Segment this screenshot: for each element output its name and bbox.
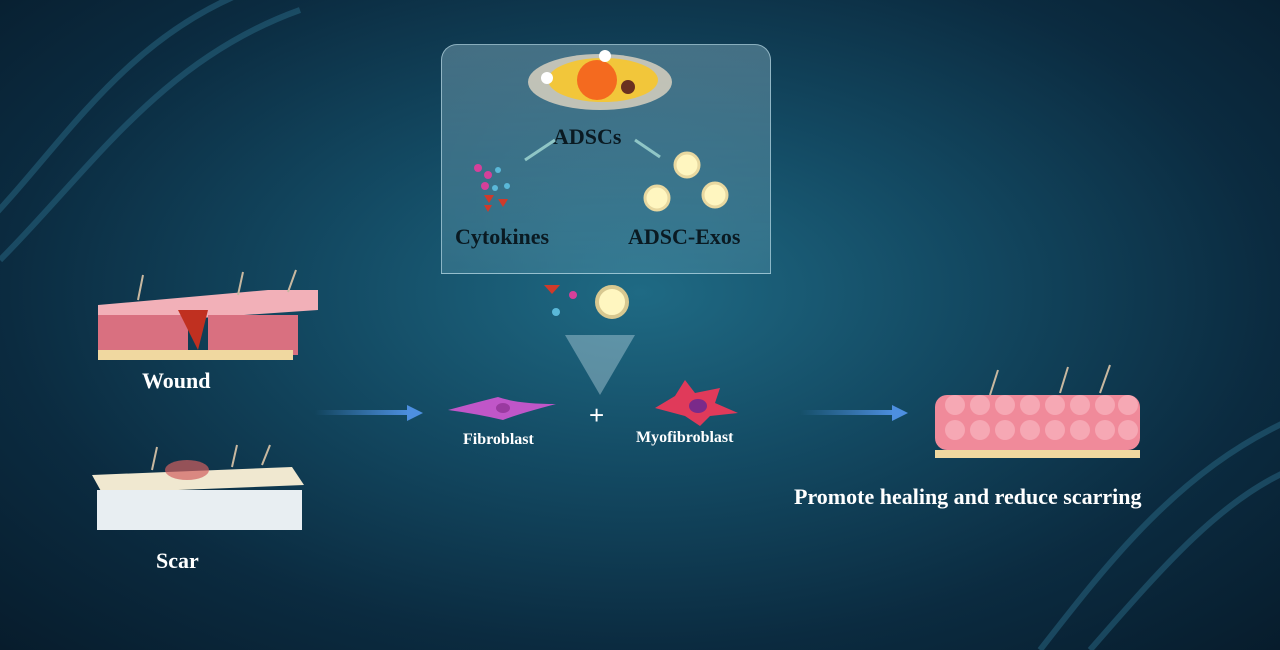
exosomes-icon [643,151,729,212]
adscs-cell-icon [528,50,672,110]
myofibroblast-icon [655,380,738,426]
wound-skin-icon [98,269,318,360]
healed-skin-icon [935,364,1140,458]
plus-sign: + [589,400,605,430]
arrow-to-fibroblast [315,405,423,421]
wound-label: Wound [142,368,211,393]
scar-label: Scar [156,548,199,573]
myofibroblast-label: Myofibroblast [636,429,734,446]
release-beam [544,285,635,395]
fibroblast-label: Fibroblast [463,431,534,448]
cytokines-label: Cytokines [455,224,550,249]
scar-skin-icon [92,444,304,530]
outcome-label: Promote healing and reduce scarring [794,484,1142,509]
cytokines-icon [474,164,510,212]
arrow-to-outcome [800,405,908,421]
branch-arrows [524,138,661,162]
adscs-label: ADSCs [553,124,622,149]
fibroblast-icon [448,397,556,420]
adsc-exos-label: ADSC-Exos [628,224,741,249]
